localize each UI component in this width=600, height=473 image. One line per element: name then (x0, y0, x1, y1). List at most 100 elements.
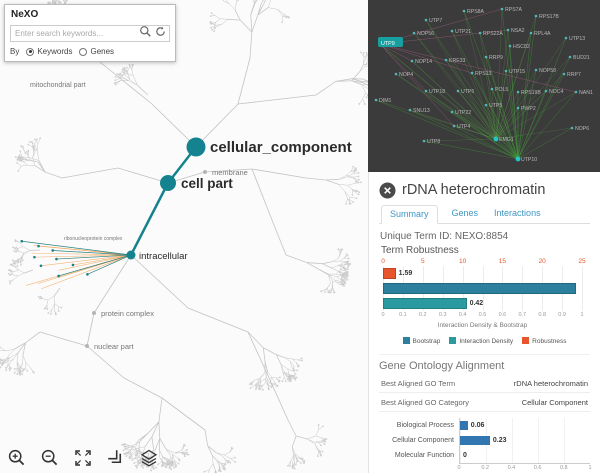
go-alignment-chart: Biological Process 0.06 Cellular Compone… (379, 418, 592, 473)
gene-label[interactable]: UTP7 (429, 18, 442, 24)
gene-label[interactable]: RPS22A (483, 31, 503, 37)
details-header: rDNA heterochromatin (379, 179, 590, 201)
radio-keywords-label: Keywords (37, 47, 73, 56)
go-score-bar (460, 436, 490, 445)
top-axis-tick: 0 (381, 258, 385, 265)
gene-label[interactable]: UTP21 (455, 29, 471, 35)
search-panel: NeXO By Keywords Genes (4, 4, 176, 62)
gene-label[interactable]: UTP6 (461, 89, 474, 95)
tree-node[interactable] (160, 175, 176, 191)
go-category-label: Cellular Component (392, 437, 454, 444)
tab-interactions[interactable]: Interactions (494, 208, 541, 218)
gene-label[interactable]: EMG1 (499, 137, 514, 143)
gene-label[interactable]: UTP4 (457, 124, 470, 130)
gene-label[interactable]: UTP9 (381, 41, 395, 47)
go-alignment-header: Gene Ontology Alignment (379, 354, 590, 372)
gene-label[interactable]: KRE33 (449, 58, 466, 64)
gene-label[interactable]: BUD21 (573, 55, 590, 61)
go-score-bar (460, 421, 468, 430)
gene-label[interactable]: NOP14 (415, 59, 432, 65)
gene-label[interactable]: POL5 (495, 87, 508, 93)
search-input[interactable] (10, 25, 170, 42)
unique-term-id: Unique Term ID: NEXO:8854 (380, 231, 509, 242)
tree-node-label[interactable]: cellular_component (210, 139, 352, 156)
gene-label[interactable]: UTP22 (455, 110, 471, 116)
tree-node-label[interactable]: ribonucleoprotein complex (64, 236, 123, 242)
close-details-icon[interactable] (379, 182, 396, 199)
gene-label[interactable]: UTP5 (489, 103, 502, 109)
tree-node[interactable] (186, 137, 206, 157)
alignment-row: Best Aligned GO Category Cellular Compon… (379, 393, 590, 412)
radio-keywords[interactable]: Keywords (26, 47, 72, 56)
go-axis-tick: 0.4 (507, 465, 516, 471)
bootstrap-bar (383, 283, 577, 294)
gene-label[interactable]: DIM1 (379, 98, 392, 104)
gridline (582, 266, 583, 311)
top-axis-tick: 20 (538, 258, 546, 265)
gene-label[interactable]: RRP9 (489, 55, 503, 61)
gene-label[interactable]: UTP13 (569, 36, 585, 42)
layers-button[interactable] (138, 447, 160, 469)
gene-label[interactable]: SNU13 (413, 108, 430, 114)
gene-label[interactable]: UTP8 (427, 139, 440, 145)
app-title: NeXO (11, 9, 39, 20)
radio-keywords-control[interactable] (26, 47, 35, 56)
go-score-row: Biological Process 0.06 (379, 418, 590, 433)
gene-label[interactable]: NOP56 (417, 31, 434, 37)
bottom-axis-tick: 0.4 (458, 312, 467, 318)
gene-label[interactable]: UTP18 (429, 89, 445, 95)
tree-node-label[interactable]: membrane (212, 168, 248, 177)
gene-label[interactable]: RPL4A (534, 31, 551, 37)
reset-search-icon[interactable] (154, 25, 167, 38)
gene-label[interactable]: RRP7 (567, 72, 581, 78)
search-icon[interactable] (139, 25, 152, 38)
gene-label[interactable]: NOC4 (549, 89, 564, 95)
tab-summary[interactable]: Summary (381, 205, 438, 224)
gene-label[interactable]: HSC82 (513, 44, 530, 50)
zoom-out-button[interactable] (39, 447, 61, 469)
tree-node-label[interactable]: protein complex (101, 309, 154, 318)
radio-genes[interactable]: Genes (79, 47, 114, 56)
gene-label[interactable]: UTP10 (521, 157, 537, 163)
tree-node[interactable] (126, 250, 136, 260)
bottom-axis-tick: 0.6 (498, 312, 507, 318)
gene-network-canvas[interactable]: UTP7 RPS8A RPS7A RPS17B NOP56 UTP21 RPS22A NSA2… (368, 0, 600, 172)
gene-label[interactable]: PWP2 (521, 106, 536, 112)
highlighted-gene-node[interactable] (378, 37, 403, 47)
top-axis-tick: 15 (498, 258, 507, 265)
tree-node-label[interactable]: nuclear part (94, 342, 135, 351)
legend-item: Bootstrap (402, 337, 440, 345)
gene-label[interactable]: RPS17B (539, 14, 559, 20)
gene-label[interactable]: NOP58 (539, 68, 556, 74)
gene-label[interactable]: RPS19B (521, 90, 541, 96)
tree-node-label[interactable]: mitochondrial part (30, 82, 86, 89)
alignment-row: Best Aligned GO Term rDNA heterochromati… (379, 374, 590, 393)
tree-node-label[interactable]: cell part (181, 176, 233, 191)
top-axis-tick: 25 (578, 258, 586, 265)
top-axis-tick: 10 (458, 258, 467, 265)
gene-label[interactable]: RPS8A (467, 9, 485, 15)
gene-label[interactable]: UTP15 (509, 69, 525, 75)
legend-swatch (449, 337, 457, 344)
gene-label[interactable]: RPS7A (505, 7, 523, 13)
expand-collapse-button[interactable] (105, 447, 127, 469)
top-axis-tick: 5 (420, 258, 425, 265)
radio-genes-control[interactable] (79, 47, 88, 56)
gene-label[interactable]: NOP4 (399, 72, 413, 78)
term-details-panel: rDNA heterochromatin Summary Genes Inter… (368, 172, 600, 473)
gene-label[interactable]: NOP6 (575, 126, 589, 132)
bottom-axis-tick: 0.2 (418, 312, 427, 318)
go-category-label: Molecular Function (394, 452, 454, 459)
gene-label[interactable]: RPS13 (475, 71, 492, 77)
legend-swatch (402, 337, 410, 344)
tab-genes[interactable]: Genes (451, 208, 479, 218)
fit-view-button[interactable] (72, 447, 94, 469)
gene-label[interactable]: NSA2 (511, 28, 525, 34)
zoom-in-button[interactable] (6, 447, 28, 469)
tree-node-label[interactable]: intracellular (139, 251, 188, 262)
gene-subnetwork-panel[interactable]: UTP7 RPS8A RPS7A RPS17B NOP56 UTP21 RPS22A NSA2… (368, 0, 600, 172)
gene-label[interactable]: NAN1 (579, 90, 593, 96)
